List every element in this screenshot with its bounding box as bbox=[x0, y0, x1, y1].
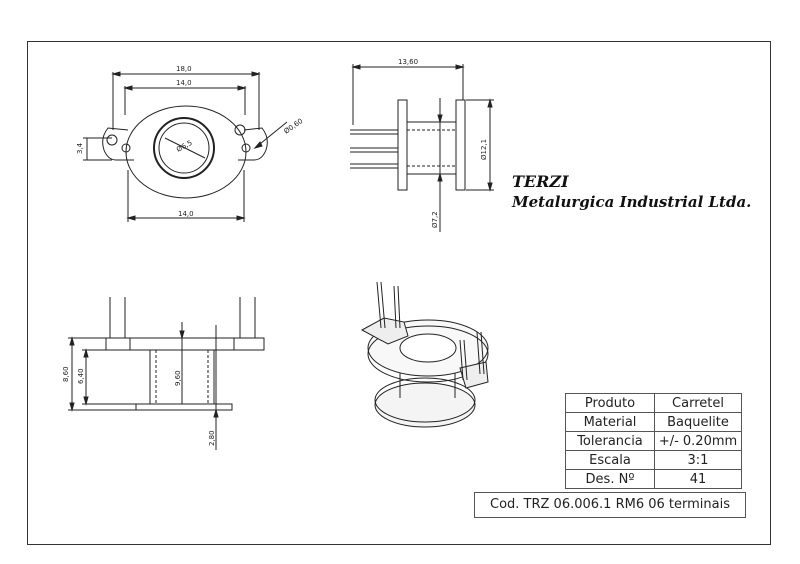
title-row: Tolerancia +/- 0.20mm bbox=[565, 431, 742, 451]
drawing-code: Cod. TRZ 06.006.1 RM6 06 terminais bbox=[474, 492, 746, 518]
title-row: Material Baquelite bbox=[565, 412, 742, 432]
dim-top-bottom: 14,0 bbox=[178, 210, 194, 218]
title-value: 3:1 bbox=[654, 450, 742, 470]
title-block-table: Produto Carretel Material Baquelite Tole… bbox=[565, 393, 742, 489]
dim-front-inner: 9,60 bbox=[174, 370, 182, 386]
dim-front-body: 6,40 bbox=[77, 368, 85, 384]
title-row: Produto Carretel bbox=[565, 393, 742, 413]
title-key: Produto bbox=[565, 393, 655, 413]
top-view bbox=[83, 71, 288, 222]
title-key: Escala bbox=[565, 450, 655, 470]
dim-top-left: 3,4 bbox=[76, 142, 84, 154]
title-value: Baquelite bbox=[654, 412, 742, 432]
title-value: Carretel bbox=[654, 393, 742, 413]
title-row: Escala 3:1 bbox=[565, 450, 742, 470]
dim-side-core: Ø7,2 bbox=[431, 211, 439, 228]
dim-front-total: 8,60 bbox=[62, 366, 70, 382]
dim-top-inner: 14,0 bbox=[176, 79, 192, 87]
dim-top-hole: Ø6,5 bbox=[175, 139, 193, 154]
isometric-view bbox=[360, 281, 489, 428]
dim-front-flange: 2,80 bbox=[208, 430, 216, 446]
front-view bbox=[68, 297, 265, 450]
drawing-border bbox=[27, 41, 771, 545]
title-value: 41 bbox=[654, 469, 742, 489]
title-key: Tolerancia bbox=[565, 431, 655, 451]
title-key: Material bbox=[565, 412, 655, 432]
title-value: +/- 0.20mm bbox=[654, 431, 742, 451]
company-subtitle: Metalurgica Industrial Ltda. bbox=[512, 193, 752, 211]
dim-side-flange: Ø12,1 bbox=[480, 139, 488, 160]
side-view bbox=[350, 64, 494, 232]
dim-top-overall: 18,0 bbox=[176, 65, 192, 73]
dim-top-pin: Ø0,60 bbox=[283, 117, 305, 136]
company-name: TERZI bbox=[512, 172, 569, 191]
dim-side-width: 13,60 bbox=[398, 58, 418, 66]
title-row: Des. Nº 41 bbox=[565, 469, 742, 489]
title-key: Des. Nº bbox=[565, 469, 655, 489]
